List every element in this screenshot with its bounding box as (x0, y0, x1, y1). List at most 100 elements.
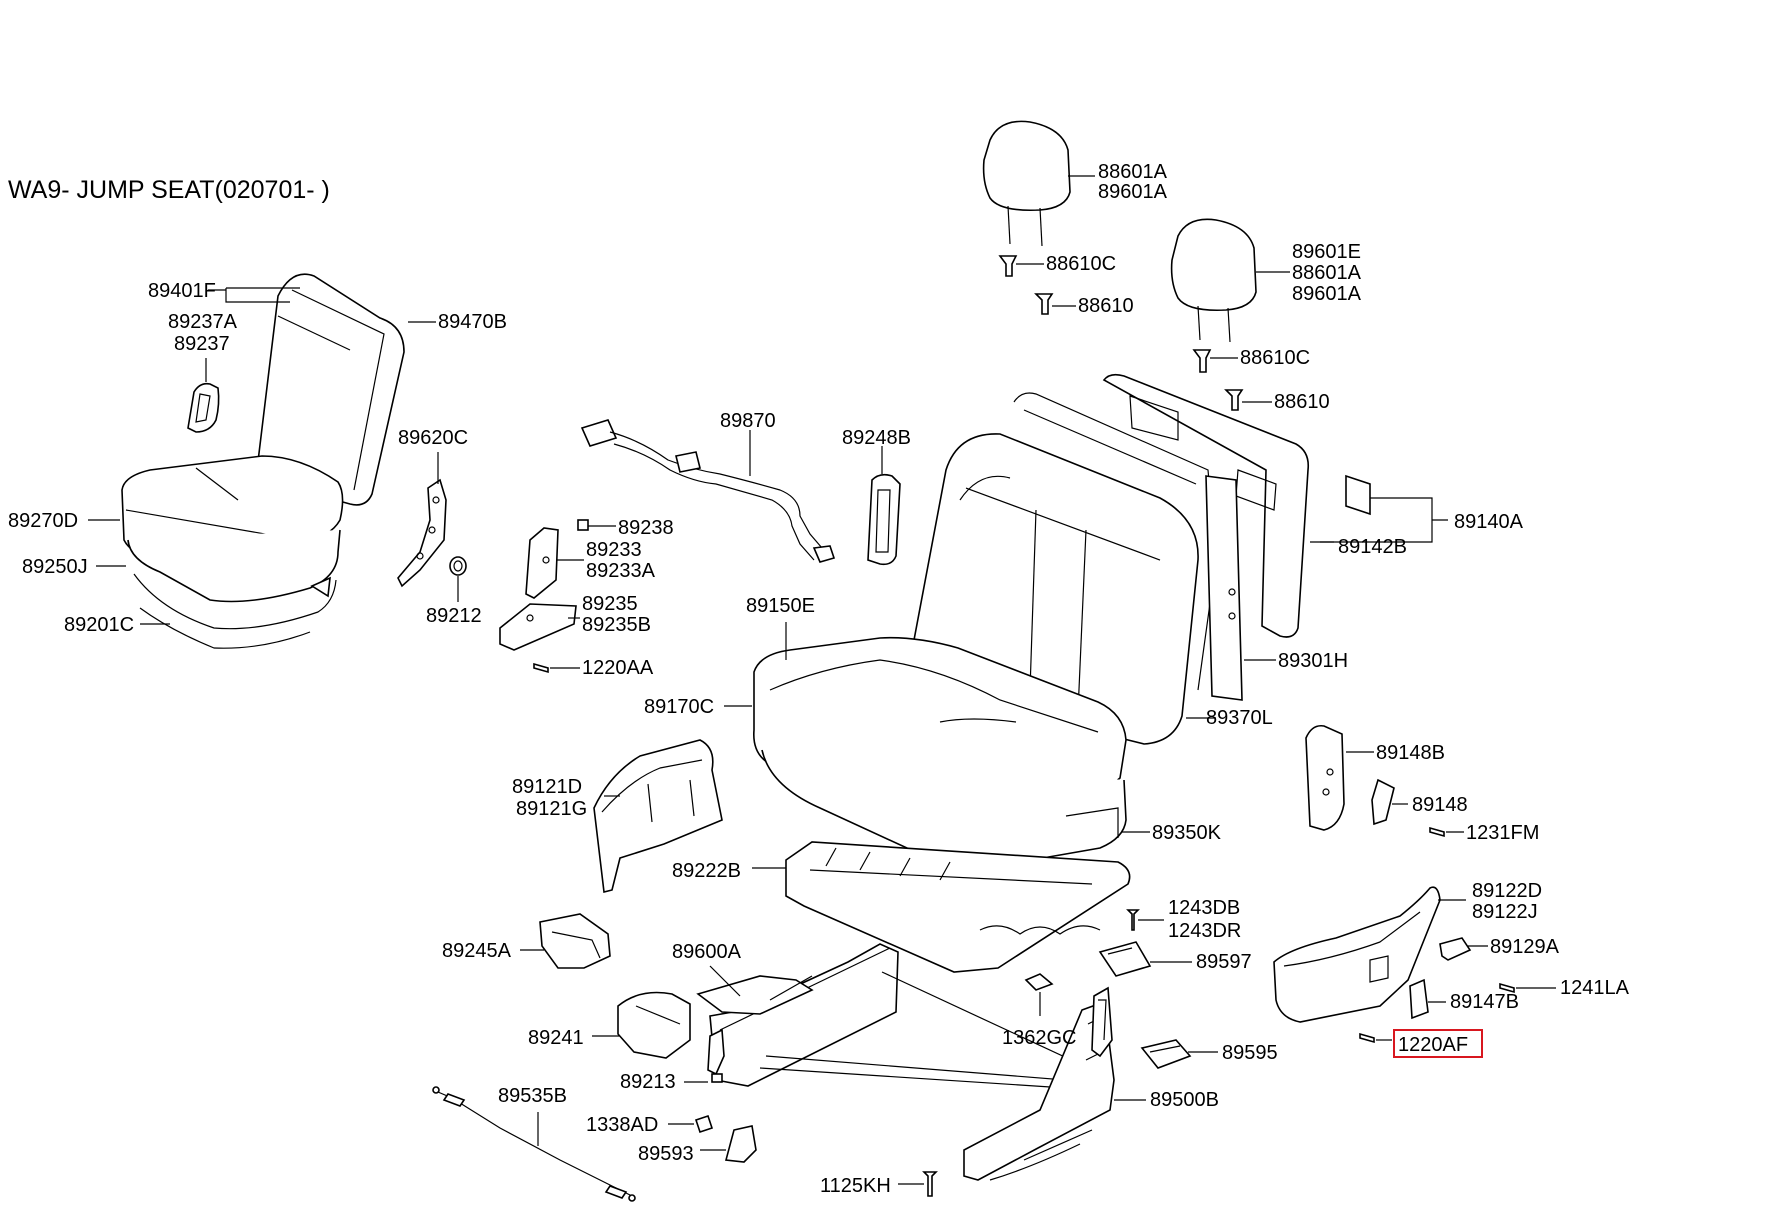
stopper-1362gc[interactable] (1024, 973, 1054, 991)
label-89601A[interactable]: 89601A (1098, 181, 1168, 203)
label-89212[interactable]: 89212 (426, 605, 482, 627)
side-cover-89241[interactable] (617, 991, 691, 1059)
bolt-1125kh[interactable] (922, 1171, 938, 1197)
label-89121G[interactable]: 89121G (516, 798, 587, 820)
label-89620C[interactable]: 89620C (398, 427, 468, 449)
cushion-pan[interactable] (785, 841, 1131, 973)
jump-seat-assembly[interactable] (121, 273, 405, 649)
label-89600A[interactable]: 89600A (672, 941, 742, 963)
label-1220AA[interactable]: 1220AA (582, 657, 654, 679)
label-89238[interactable]: 89238 (618, 517, 674, 539)
bracket-89148[interactable] (1371, 778, 1395, 826)
nut-1338ad[interactable] (694, 1114, 714, 1134)
label-1362GC[interactable]: 1362GC (1002, 1027, 1077, 1049)
side-cover[interactable] (525, 527, 559, 599)
label-88610-2[interactable]: 88610 (1274, 391, 1330, 413)
label-89148B[interactable]: 89148B (1376, 742, 1445, 764)
seat-cushion[interactable] (753, 636, 1127, 865)
label-89601E[interactable]: 89601E (1292, 241, 1361, 263)
clip-89129a[interactable] (1439, 937, 1472, 961)
label-89129A[interactable]: 89129A (1490, 936, 1560, 958)
label-88601A[interactable]: 88601A (1098, 161, 1168, 183)
label-89593[interactable]: 89593 (638, 1143, 694, 1165)
release-cable[interactable] (432, 1086, 636, 1202)
recliner-mechanism[interactable] (1091, 986, 1113, 1058)
cap[interactable] (577, 519, 589, 531)
trim-cover[interactable] (499, 603, 577, 651)
headrest-lower[interactable] (1170, 218, 1257, 343)
label-88601A-2[interactable]: 88601A (1292, 262, 1362, 284)
side-shield-left[interactable] (593, 739, 723, 893)
label-89150E[interactable]: 89150E (746, 595, 815, 617)
label-1231FM[interactable]: 1231FM (1466, 822, 1539, 844)
belt-escutcheon[interactable] (867, 473, 901, 566)
label-89241[interactable]: 89241 (528, 1027, 584, 1049)
seat-belt[interactable] (580, 419, 836, 563)
bushing[interactable] (449, 556, 467, 576)
label-89470B[interactable]: 89470B (438, 311, 507, 333)
label-89122J[interactable]: 89122J (1472, 901, 1538, 923)
hinge-bracket[interactable] (397, 478, 447, 588)
label-1243DR[interactable]: 1243DR (1168, 920, 1241, 942)
label-card[interactable] (1345, 474, 1371, 516)
foot-cover-89593[interactable] (724, 1125, 757, 1163)
screw-1220af[interactable] (1359, 1032, 1375, 1044)
label-89122D[interactable]: 89122D (1472, 880, 1542, 902)
label-89301H[interactable]: 89301H (1278, 650, 1348, 672)
label-89870[interactable]: 89870 (720, 410, 776, 432)
label-89147B[interactable]: 89147B (1450, 991, 1519, 1013)
lever-plate[interactable] (696, 975, 814, 1015)
label-89140A[interactable]: 89140A (1454, 511, 1524, 533)
headrest-guide[interactable] (1034, 293, 1054, 315)
label-89248B[interactable]: 89248B (842, 427, 911, 449)
label-89235[interactable]: 89235 (582, 593, 638, 615)
seat-frame[interactable] (709, 943, 1115, 1181)
label-89250J[interactable]: 89250J (22, 556, 88, 578)
label-89235B[interactable]: 89235B (582, 614, 651, 636)
label-89121D[interactable]: 89121D (512, 776, 582, 798)
cover-plate-89597[interactable] (1098, 941, 1152, 977)
screw-1231fm[interactable] (1429, 826, 1445, 838)
label-89237[interactable]: 89237 (174, 333, 230, 355)
label-89535B[interactable]: 89535B (498, 1085, 567, 1107)
screw-1243db[interactable] (1126, 909, 1140, 931)
label-89201C[interactable]: 89201C (64, 614, 134, 636)
label-89233A[interactable]: 89233A (586, 560, 656, 582)
label-89595[interactable]: 89595 (1222, 1042, 1278, 1064)
rear-panel[interactable] (1205, 475, 1243, 701)
label-1243DB[interactable]: 1243DB (1168, 897, 1240, 919)
label-89148[interactable]: 89148 (1412, 794, 1468, 816)
bracket-89213[interactable] (707, 1028, 725, 1083)
label-89597[interactable]: 89597 (1196, 951, 1252, 973)
headrest-guide-2[interactable] (1224, 389, 1244, 411)
side-shield-right[interactable] (1273, 886, 1441, 1023)
label-89350K[interactable]: 89350K (1152, 822, 1222, 844)
label-89222B[interactable]: 89222B (672, 860, 741, 882)
headrest-upper[interactable] (982, 120, 1071, 247)
label-89213[interactable]: 89213 (620, 1071, 676, 1093)
label-89270D[interactable]: 89270D (8, 510, 78, 532)
label-88610C[interactable]: 88610C (1046, 253, 1116, 275)
trim-cover-piece[interactable] (187, 382, 220, 433)
label-89233[interactable]: 89233 (586, 539, 642, 561)
label-89245A[interactable]: 89245A (442, 940, 512, 962)
label-89170C[interactable]: 89170C (644, 696, 714, 718)
cover-89595[interactable] (1140, 1039, 1192, 1069)
label-89237A[interactable]: 89237A (168, 311, 238, 333)
label-89601A-2[interactable]: 89601A (1292, 283, 1362, 305)
label-89142B[interactable]: 89142B (1338, 536, 1407, 558)
bracket-89147b[interactable] (1409, 978, 1429, 1020)
bolt-1241la[interactable] (1499, 982, 1515, 994)
side-trim[interactable] (1305, 724, 1345, 831)
label-88610[interactable]: 88610 (1078, 295, 1134, 317)
label-89500B[interactable]: 89500B (1150, 1089, 1219, 1111)
headrest-guide-clip-2[interactable] (1192, 349, 1212, 373)
label-1125KH[interactable]: 1125KH (820, 1175, 891, 1197)
label-1241LA[interactable]: 1241LA (1560, 977, 1630, 999)
headrest-guide-clip[interactable] (998, 255, 1018, 277)
label-89370L[interactable]: 89370L (1206, 707, 1273, 729)
label-88610C-2[interactable]: 88610C (1240, 347, 1310, 369)
label-1220AF[interactable]: 1220AF (1398, 1034, 1468, 1056)
cup-holder[interactable] (539, 913, 611, 969)
screw-1220aa[interactable] (533, 662, 549, 674)
